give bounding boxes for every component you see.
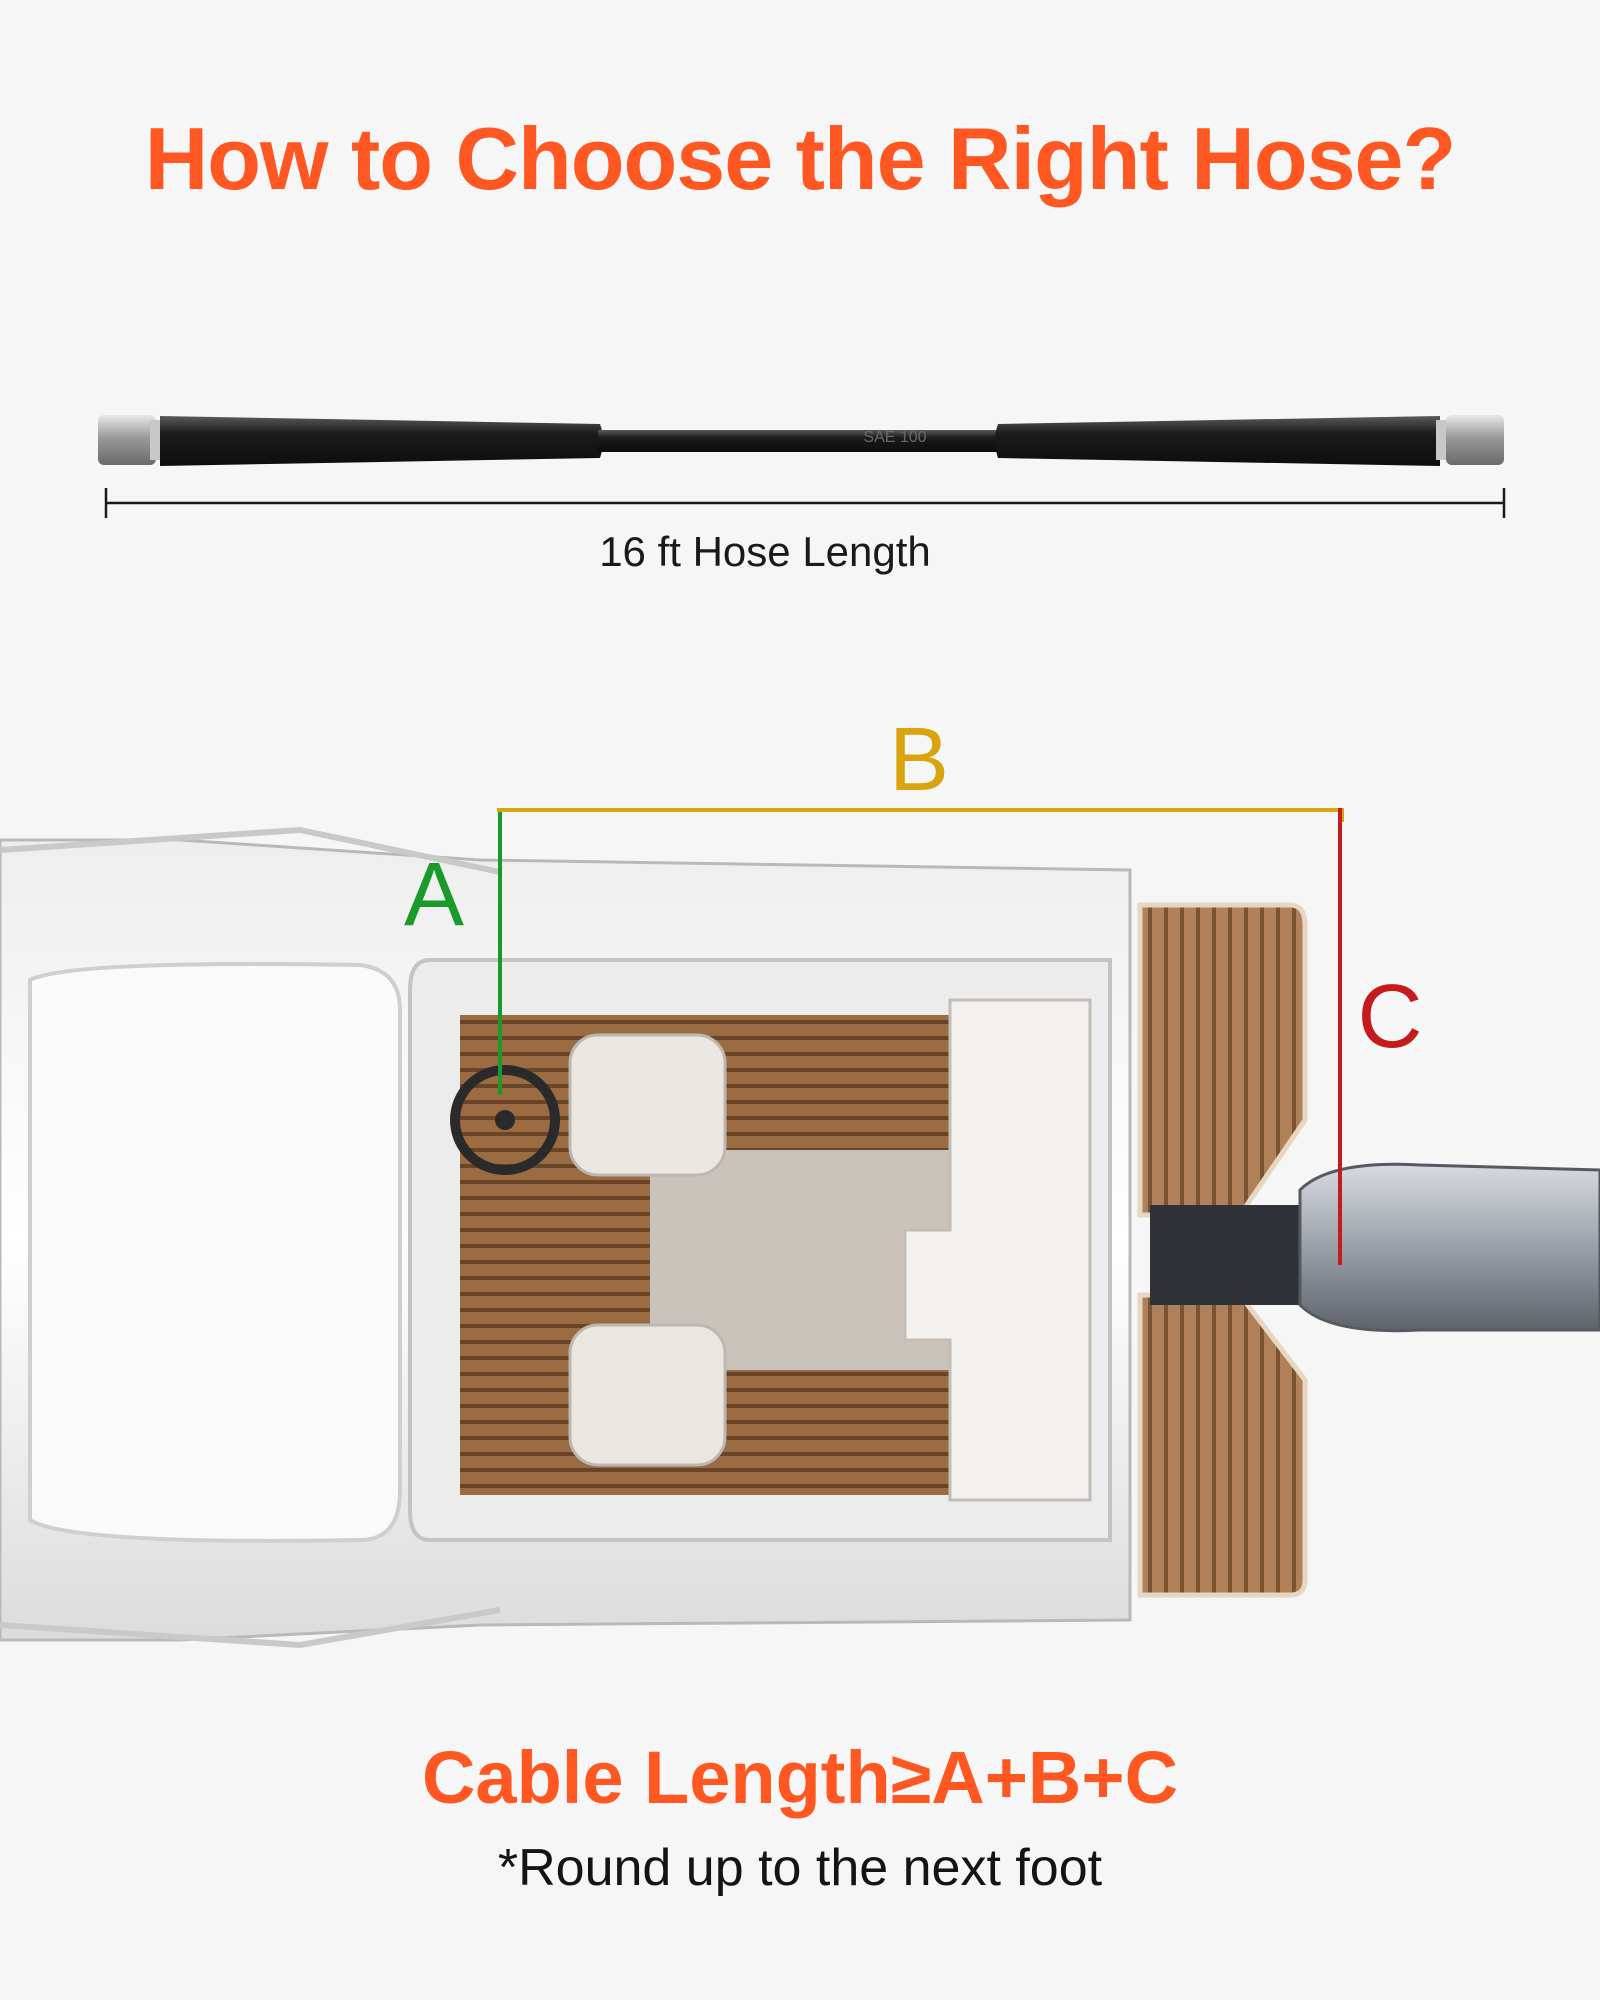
boat-rail-top [0, 826, 501, 875]
hose-length-caption: 16 ft Hose Length [599, 528, 931, 575]
hose-body [598, 430, 1000, 452]
page-title: How to Choose the Right Hose? [144, 109, 1457, 208]
dimension-c-label: C [1358, 967, 1423, 1067]
hose-left-fitting [98, 415, 156, 465]
outboard-bracket [1150, 1205, 1300, 1305]
outboard-motor [1298, 1162, 1600, 1333]
hose-right-fitting [1446, 415, 1504, 465]
helm-seat-top [568, 1033, 727, 1177]
hose-print-text: SAE 100 [863, 429, 926, 446]
helm-seat-bottom [568, 1323, 727, 1467]
dimension-a-label: A [404, 845, 464, 945]
rounding-footnote: *Round up to the next foot [497, 1839, 1103, 1897]
swim-platform [1137, 902, 1308, 1218]
dimension-b-line [497, 808, 1344, 822]
cable-length-formula: Cable Length≥A+B+C [421, 1736, 1179, 1819]
hose-right-sleeve [995, 416, 1440, 466]
rear-bench [903, 998, 1092, 1502]
hose-illustration: SAE 100 [98, 415, 1506, 518]
steering-wheel [450, 1065, 560, 1175]
boat-cabin-roof [28, 962, 402, 1543]
boat-rail-bottom [0, 1607, 501, 1649]
dimension-b-label: B [889, 710, 949, 810]
hose-left-sleeve [160, 416, 603, 466]
